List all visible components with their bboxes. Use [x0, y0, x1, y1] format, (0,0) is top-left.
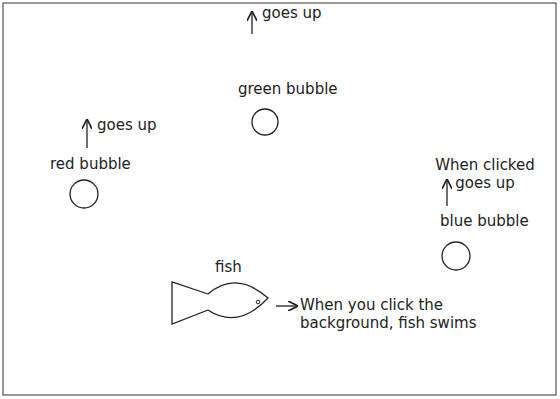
note-label: When clicked goes up — [425, 156, 545, 192]
up-arrow — [86, 120, 87, 148]
up-arrow — [251, 12, 252, 34]
bubble-node: blue bubble — [438, 210, 550, 272]
bubble-circle — [70, 180, 98, 208]
note-label: goes up — [97, 116, 187, 134]
fish-tail — [172, 282, 208, 324]
shape-label: green bubble — [238, 80, 338, 98]
bubble-circle — [442, 242, 470, 270]
bubble-node: red bubble — [48, 153, 156, 211]
fish-figure: fish — [168, 256, 274, 330]
page-border — [3, 3, 556, 395]
note-label: goes up — [262, 4, 352, 22]
shape-label: red bubble — [50, 155, 131, 173]
shape-label: fish — [215, 258, 242, 276]
fish-eye — [256, 300, 260, 304]
pointer-arrow — [276, 305, 297, 306]
bubble-node: green bubble — [236, 78, 348, 138]
note-label: When you click the background, fish swim… — [300, 296, 500, 332]
fish-body — [208, 283, 268, 318]
shape-label: blue bubble — [440, 212, 529, 230]
up-arrow — [446, 180, 447, 206]
bubble-circle — [252, 109, 278, 135]
